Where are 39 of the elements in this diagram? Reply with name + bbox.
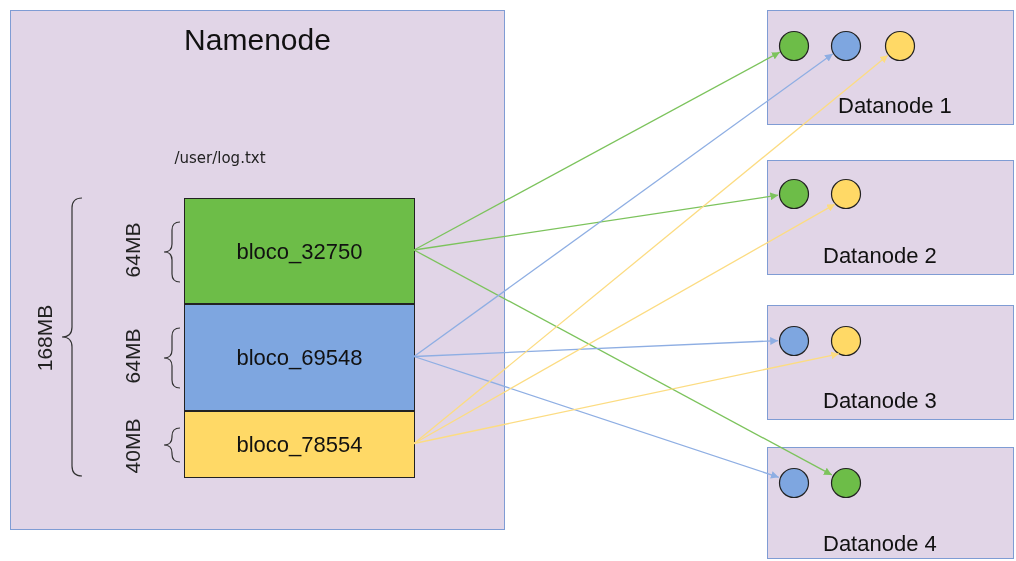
- circle-node: [831, 31, 861, 61]
- size-label: 64MB: [121, 328, 145, 384]
- node-title: Datanode 1: [838, 93, 952, 119]
- host-box: [10, 10, 505, 530]
- block-label: bloco_32750: [235, 238, 364, 265]
- block-label: bloco_69548: [235, 345, 364, 372]
- circle-node: [831, 179, 861, 209]
- arrow: [413, 355, 780, 479]
- arrow: [413, 351, 840, 445]
- arrow: [413, 192, 779, 251]
- node-title: Datanode 2: [823, 243, 937, 269]
- node-title: Datanode 3: [823, 388, 937, 414]
- arrow: [413, 203, 836, 445]
- block-box: [184, 411, 415, 478]
- host-box: [767, 447, 1014, 559]
- circle-node: [831, 326, 861, 356]
- node-title: Namenode: [183, 23, 332, 57]
- circle-node: [831, 468, 861, 498]
- arrow: [413, 51, 781, 251]
- host-box: [767, 160, 1014, 275]
- circle-node: [779, 31, 809, 61]
- circle-node: [779, 179, 809, 209]
- arrow: [413, 53, 834, 358]
- node-title: Datanode 4: [823, 531, 937, 557]
- circle-node: [779, 326, 809, 356]
- circle-node: [779, 468, 809, 498]
- size-label: 40MB: [121, 418, 145, 474]
- size-label: 168MB: [33, 304, 57, 372]
- arrow: [413, 337, 779, 358]
- circle-node: [885, 31, 915, 61]
- host-box: [767, 10, 1014, 125]
- block-label: bloco_78554: [235, 432, 364, 459]
- host-box: [767, 305, 1014, 420]
- size-label: 64MB: [121, 222, 145, 278]
- file-path: /user/log.txt: [174, 149, 266, 167]
- block-box: [184, 304, 415, 411]
- arrow: [413, 249, 833, 476]
- block-box: [184, 198, 415, 304]
- arrow: [413, 54, 889, 445]
